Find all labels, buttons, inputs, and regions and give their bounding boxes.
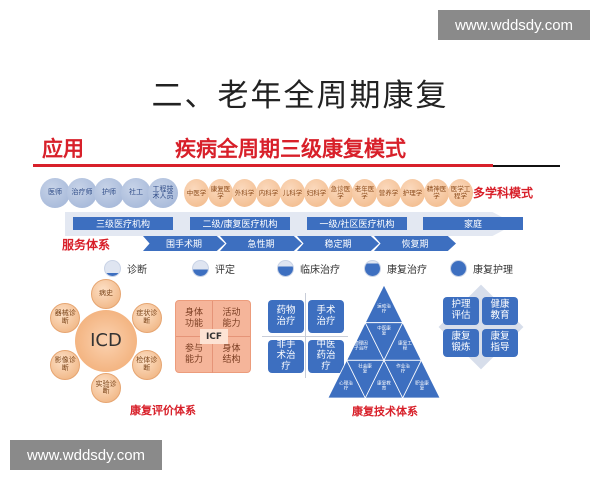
pyramid-label: 中医康复	[377, 326, 391, 337]
legend-fill-icon	[450, 260, 467, 277]
icf-item: 身体功能	[176, 301, 213, 337]
phase-chevron: 围手术期	[143, 236, 225, 251]
axis-vertical	[305, 293, 306, 378]
legend-label: 评定	[215, 265, 235, 276]
discipline-circle: 康复医学	[208, 179, 233, 207]
divider-black	[493, 165, 560, 167]
icd-item: 影像诊断	[50, 349, 81, 380]
legend-item: 临床治疗	[277, 260, 340, 277]
staff-circle: 工程技术人员	[148, 178, 178, 208]
phase-chevron: 恢复期	[374, 236, 456, 251]
icd-item: 病史	[91, 279, 121, 309]
service-system-label: 服务体系	[62, 238, 111, 252]
icf-box: 身体功能 活动能力 参与能力 身体结构 ICF	[175, 300, 251, 373]
nursing-item: 康复指导	[482, 329, 518, 357]
icd-center: ICD	[75, 310, 137, 372]
pyramid-label: 作业治疗	[396, 364, 410, 375]
staff-circle: 护师	[94, 178, 124, 208]
divider-red	[33, 164, 493, 167]
multidisciplinary-label: 多学科模式	[473, 186, 534, 200]
staff-circle: 治疗师	[67, 178, 97, 208]
icd-item: 实验诊断	[91, 373, 121, 403]
watermark-top: www.wddsdy.com	[438, 10, 590, 40]
legend-label: 康复治疗	[387, 265, 427, 276]
legend-item: 评定	[192, 260, 235, 277]
discipline-circle: 老年医学	[352, 179, 377, 207]
icf-item: 参与能力	[176, 337, 213, 373]
icd-item: 器械诊断	[50, 302, 81, 333]
legend-fill-icon	[192, 260, 209, 277]
legend-label: 临床治疗	[300, 265, 340, 276]
watermark-bottom: www.wddsdy.com	[10, 440, 162, 470]
phase-chevron: 稳定期	[297, 236, 379, 251]
icf-center: ICF	[200, 329, 228, 344]
treatment-item: 非手术治疗	[268, 339, 304, 373]
nursing-item: 康复锻炼	[443, 329, 479, 357]
evaluation-label: 康复评价体系	[130, 404, 196, 417]
treatment-item: 中医药治疗	[308, 339, 344, 373]
discipline-circle: 内科学	[256, 179, 281, 207]
staff-circle: 社工	[121, 178, 151, 208]
discipline-circle: 营养学	[376, 179, 401, 207]
pyramid-label: 康复教育	[377, 381, 391, 392]
discipline-circle: 中医学	[184, 179, 209, 207]
legend-item: 康复护理	[450, 260, 513, 277]
pyramid-label: 运动治疗	[377, 304, 391, 315]
pyramid-cell	[402, 359, 441, 399]
legend-label: 康复护理	[473, 265, 513, 276]
icf-item: 身体结构	[222, 344, 241, 365]
institution-bar: 二级/康复医疗机构	[190, 217, 290, 230]
institution-bar: 三级医疗机构	[73, 217, 173, 230]
legend-label: 诊断	[127, 265, 147, 276]
icd-item: 症状诊断	[131, 302, 162, 333]
staff-circle: 医师	[40, 178, 70, 208]
treatment-item: 手术治疗	[308, 300, 344, 333]
header-center: 疾病全周期三级康复模式	[175, 137, 406, 161]
legend-fill-icon	[364, 260, 381, 277]
legend-item: 康复治疗	[364, 260, 427, 277]
discipline-circle: 急诊医学	[328, 179, 353, 207]
discipline-circle: 精神医学	[424, 179, 449, 207]
pyramid-label: 社会康复	[358, 364, 372, 375]
nursing-item: 护理评估	[443, 297, 479, 325]
legend-fill-icon	[104, 260, 121, 277]
icf-item: 活动能力	[213, 301, 250, 337]
technology-label: 康复技术体系	[352, 405, 418, 418]
legend-item: 诊断	[104, 260, 147, 277]
nursing-item: 健康教育	[482, 297, 518, 325]
pyramid-label: 心理治疗	[339, 381, 353, 392]
pyramid-label: 康复工程	[398, 341, 412, 352]
page-title: 二、老年全周期康复	[151, 78, 449, 114]
icd-item: 检体诊断	[131, 349, 162, 380]
pyramid-label: 职业康复	[415, 381, 429, 392]
treatment-item: 药物治疗	[268, 300, 304, 333]
discipline-circle: 儿科学	[280, 179, 305, 207]
pyramid-label: 物理因子治疗	[354, 341, 368, 352]
discipline-circle: 外科学	[232, 179, 257, 207]
header-left: 应用	[42, 137, 84, 161]
discipline-circle: 医学工程学	[448, 179, 473, 207]
discipline-circle: 护理学	[400, 179, 425, 207]
discipline-circle: 妇科学	[304, 179, 329, 207]
institution-bar: 一级/社区医疗机构	[307, 217, 407, 230]
phase-chevron: 急性期	[220, 236, 302, 251]
legend-fill-icon	[277, 260, 294, 277]
institution-bar: 家庭	[423, 217, 523, 230]
